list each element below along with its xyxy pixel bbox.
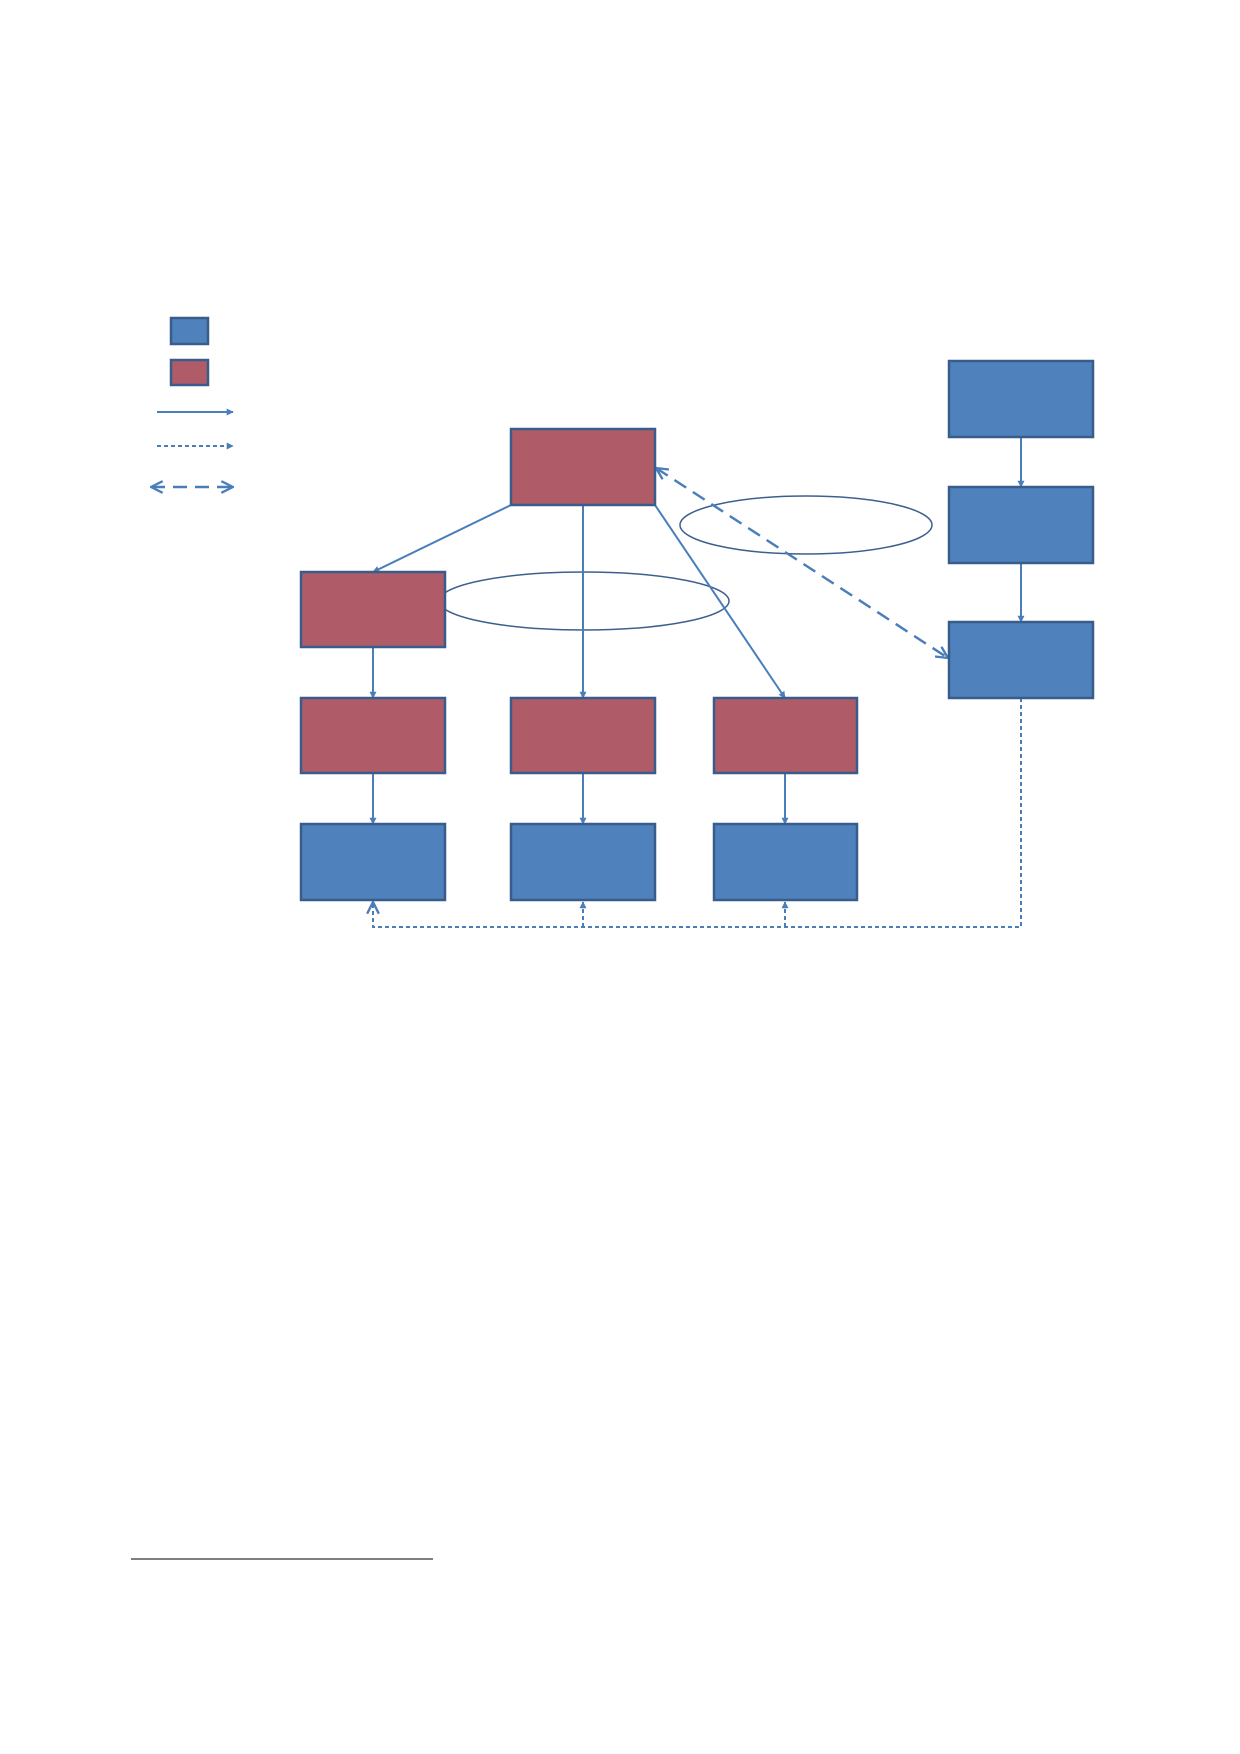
node-left-bottom xyxy=(299,822,447,902)
arrow-top-to-left-upper xyxy=(372,504,512,573)
node-left-middle xyxy=(299,696,447,775)
node-center-bottom xyxy=(509,822,657,902)
node-far-right-bottom xyxy=(947,620,1095,700)
node-far-right-middle xyxy=(947,485,1095,565)
node-left-upper xyxy=(299,570,447,649)
dashed-double-arrow xyxy=(656,468,948,658)
arrow-top-to-right-middle xyxy=(654,504,786,699)
legend-red-swatch xyxy=(169,358,210,387)
legend xyxy=(151,316,233,487)
node-right-middle xyxy=(712,696,859,775)
dotted-feedback-line xyxy=(373,698,1022,928)
node-right-bottom xyxy=(712,822,859,902)
dotted-connectors xyxy=(373,698,1022,928)
legend-blue-swatch xyxy=(169,316,210,346)
node-center-middle xyxy=(509,696,657,775)
group-ellipse-right xyxy=(679,495,933,555)
nodes xyxy=(299,359,1095,902)
node-far-right-top xyxy=(947,359,1095,439)
node-top-center xyxy=(509,427,657,507)
